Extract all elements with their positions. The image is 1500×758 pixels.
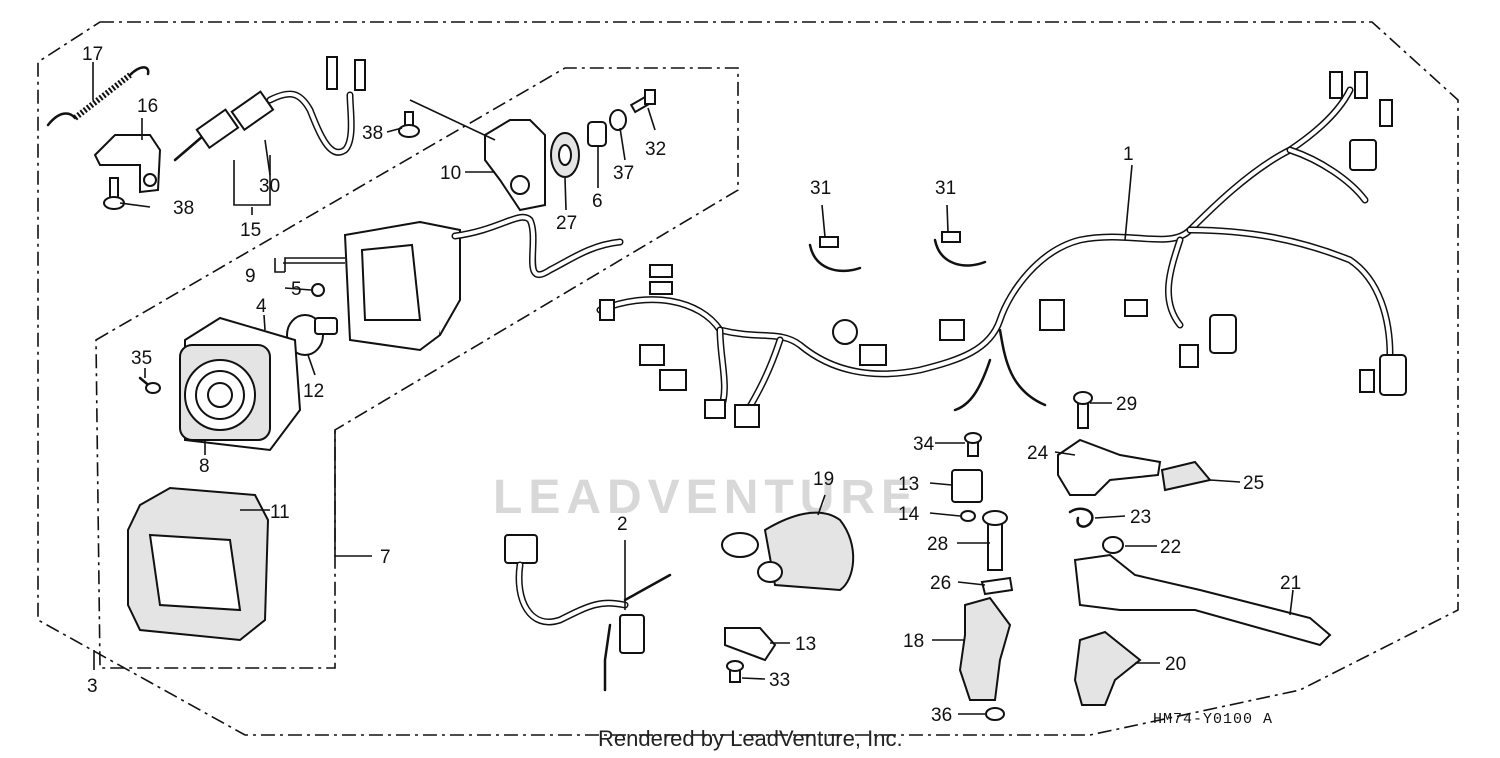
lever-holder-part [958,596,1012,701]
callout-1: 1 [1123,144,1134,165]
washer-part [311,283,325,297]
callout-28: 28 [927,534,948,555]
callout-33: 33 [769,670,790,691]
callout-25: 25 [1243,473,1264,494]
drawing-code: HM74-Y0100 A [1153,711,1274,728]
callout-10: 10 [440,163,461,184]
callout-8: 8 [199,456,210,477]
callout-15: 15 [240,220,261,241]
switch-part [951,469,983,503]
callout-34: 34 [913,434,935,455]
callout-38: 38 [362,123,383,144]
callout-20: 20 [1165,654,1186,675]
lever-cap-part [1160,460,1212,492]
assembly-boundary-inner [95,67,739,669]
callout-31: 31 [810,178,831,199]
callout-6: 6 [592,191,603,212]
callout-37: 37 [613,163,634,184]
bracket-part [484,119,546,212]
callout-24: 24 [1027,443,1049,464]
bolt-part [103,177,125,210]
pivot-bolt-part [982,510,1008,571]
collar-part [587,121,607,147]
sub-harness-part [504,534,672,692]
callout-2: 2 [617,514,628,535]
callout-21: 21 [1280,573,1301,594]
bolt-part [964,432,982,457]
leadventure-watermark: LEADVENTURE [493,471,920,524]
switch-cover-part [721,511,855,592]
callout-17: 17 [82,44,103,65]
callout-3: 3 [87,676,98,697]
switch-part [724,627,777,662]
cap-part [1102,536,1124,554]
callout-labels: 17 16 38 15 30 38 10 27 6 37 32 9 5 4 12… [82,44,1301,726]
clip-part [980,576,1014,596]
nut-part [985,707,1005,721]
callout-16: 16 [137,96,158,117]
bolt-part [398,111,420,138]
clamp-part [933,238,987,267]
callout-14: 14 [898,504,920,525]
callout-35: 35 [131,348,152,369]
callout-30: 30 [259,176,280,197]
callout-5: 5 [291,279,302,300]
callout-31: 31 [935,178,956,199]
headlight-case-part [343,213,624,352]
washer-part [609,109,627,131]
callout-36: 36 [931,705,952,726]
assembly-boundary-outer [37,21,1459,736]
headlight-cover-part [127,486,270,642]
callout-13: 13 [795,634,816,655]
clamp-part [808,243,862,273]
screw-part [138,376,161,394]
callout-29: 29 [1116,394,1137,415]
callout-12: 12 [303,381,324,402]
bolt-part [1073,391,1093,429]
brake-lever-part [1073,553,1332,647]
bolt-part [629,89,656,114]
lever-holder-part [1073,630,1142,706]
render-credit: Rendered by LeadVenture, Inc. [598,726,903,751]
callout-11: 11 [270,502,290,523]
leader-lines [92,62,1294,715]
callout-9: 9 [245,266,256,287]
callout-13: 13 [898,474,919,495]
spring-part [46,66,150,127]
callout-19: 19 [813,469,834,490]
callout-38: 38 [173,198,194,219]
callout-4: 4 [256,296,267,317]
headlight-unit-part [179,316,302,452]
nut-part [960,510,976,522]
spring-part [1068,507,1094,528]
callout-7: 7 [380,547,391,568]
callout-22: 22 [1160,537,1181,558]
callout-23: 23 [1130,507,1151,528]
callout-18: 18 [903,631,924,652]
callout-27: 27 [556,213,577,234]
callout-32: 32 [645,139,666,160]
callout-26: 26 [930,573,951,594]
switch-part [173,56,366,162]
wire-harness-part [596,71,1407,428]
bolt-part [726,660,744,683]
lever-bracket-part [1057,438,1162,496]
